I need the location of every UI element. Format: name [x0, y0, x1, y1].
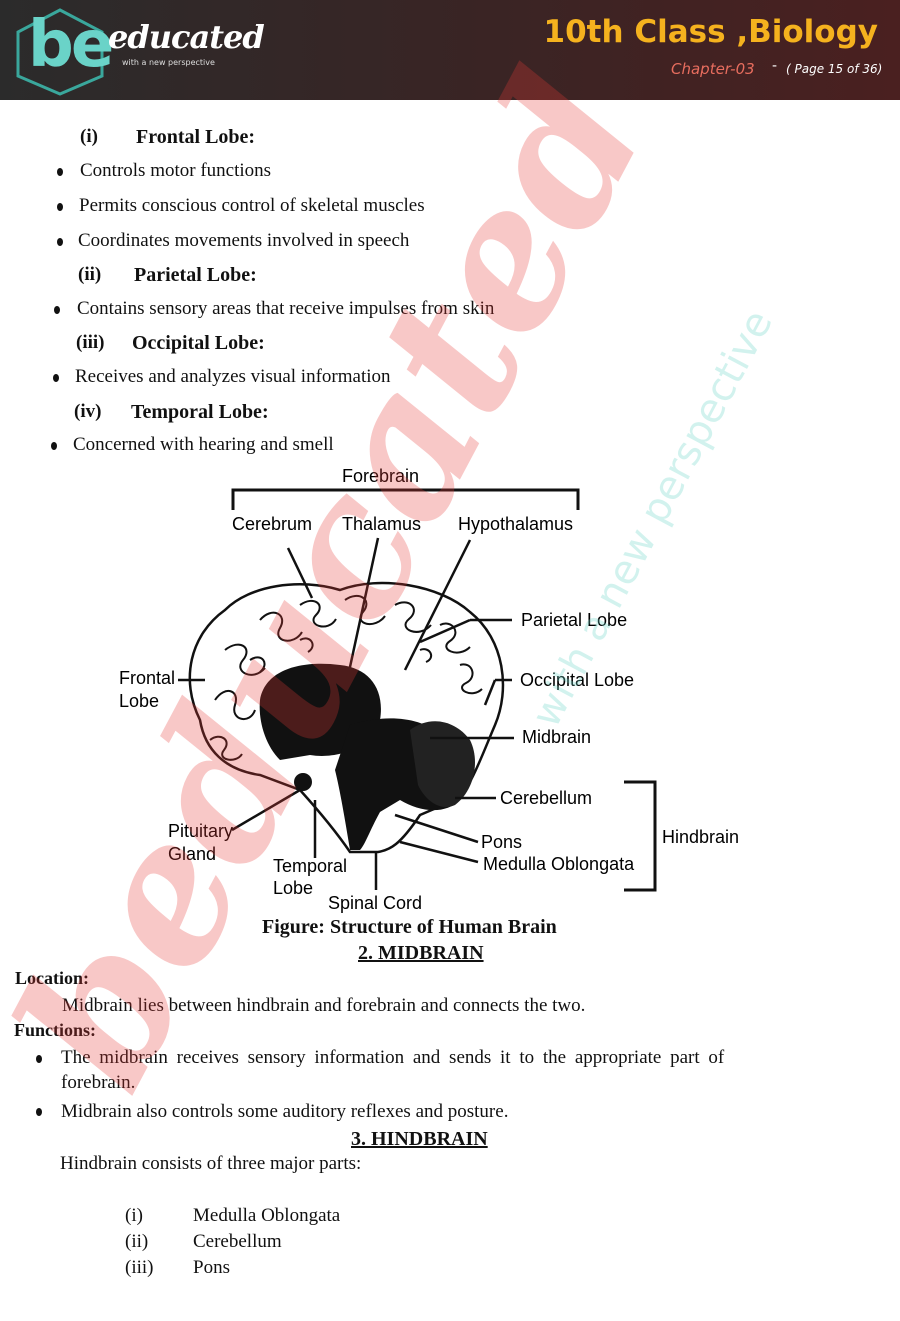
label-temporal: Temporal [273, 856, 347, 876]
lobe-1-point-3: Coordinates movements involved in speech [78, 230, 410, 251]
midbrain-heading: 2. MIDBRAIN [358, 942, 484, 964]
label-temporal-lobe: Lobe [273, 878, 313, 898]
brain-folds [209, 594, 483, 761]
label-frontal: Frontal [119, 668, 175, 688]
lobe-4-heading: Temporal Lobe: [131, 401, 269, 423]
lobe-2-point-1: Contains sensory areas that receive impu… [77, 298, 495, 319]
label-pons: Pons [481, 832, 522, 852]
hindbrain-part-3-number: (iii) [125, 1257, 154, 1278]
bullet-icon [54, 306, 60, 314]
hindbrain-part-1-number: (i) [125, 1205, 143, 1226]
bullet-icon [53, 374, 59, 382]
location-label: Location: [15, 968, 89, 988]
label-parietal-lobe: Parietal Lobe [521, 610, 627, 630]
bullet-icon [57, 203, 63, 211]
bullet-icon [57, 238, 63, 246]
page-title: 10th Class ,Biology [543, 14, 878, 50]
hindbrain-part-2: Cerebellum [193, 1231, 282, 1252]
label-cerebrum: Cerebrum [232, 514, 312, 534]
figure-caption: Figure: Structure of Human Brain [262, 916, 557, 938]
leader-lines [178, 537, 514, 890]
logo-be: be [28, 8, 114, 82]
functions-label: Functions: [14, 1020, 97, 1040]
lobe-4-number: (iv) [74, 401, 102, 422]
hindbrain-heading: 3. HINDBRAIN [351, 1128, 488, 1150]
hindbrain-bracket [624, 780, 657, 892]
page-number: ( Page 15 of 36) [786, 62, 883, 76]
bullet-icon [36, 1108, 42, 1116]
logo-hexagon-icon [16, 8, 104, 96]
beducated-logo: be educated with a new perspective [10, 6, 265, 96]
pituitary-gland [294, 773, 312, 791]
function-2: Midbrain also controls some auditory ref… [61, 1101, 509, 1122]
logo-educated: educated [108, 18, 265, 56]
lobe-1-point-2: Permits conscious control of skeletal mu… [79, 195, 425, 216]
hindbrain-part-3: Pons [193, 1257, 230, 1278]
label-pituitary: Pituitary [168, 821, 233, 841]
hindbrain-intro: Hindbrain consists of three major parts: [60, 1153, 362, 1174]
function-1-line-2: forebrain. [61, 1072, 136, 1093]
label-medulla-oblongata: Medulla Oblongata [483, 854, 635, 874]
lobe-4-point-1: Concerned with hearing and smell [73, 434, 334, 455]
hindbrain-part-2-number: (ii) [125, 1231, 149, 1252]
hindbrain-part-1: Medulla Oblongata [193, 1205, 341, 1226]
location-text: Midbrain lies between hindbrain and fore… [62, 995, 586, 1016]
lobe-3-point-1: Receives and analyzes visual information [75, 366, 391, 387]
lobe-3-number: (iii) [76, 332, 105, 353]
label-frontal-lobe: Lobe [119, 691, 159, 711]
header-dash: - [772, 58, 778, 74]
cerebellum-region [410, 721, 475, 808]
lobe-2-heading: Parietal Lobe: [134, 264, 257, 286]
lobe-1-heading: Frontal Lobe: [136, 126, 256, 148]
chapter-label: Chapter-03 [671, 60, 755, 78]
lobe-1-point-1: Controls motor functions [80, 160, 272, 181]
label-thalamus: Thalamus [342, 514, 421, 534]
lobe-3-heading: Occipital Lobe: [132, 332, 265, 354]
lobe-1-number: (i) [80, 126, 98, 147]
forebrain-bracket [231, 488, 580, 510]
lobe-2-number: (ii) [78, 264, 102, 285]
label-gland: Gland [168, 844, 216, 864]
label-cerebellum: Cerebellum [500, 788, 592, 808]
logo-tagline: with a new perspective [122, 58, 215, 67]
function-1-line-1: The midbrain receives sensory informatio… [61, 1047, 725, 1068]
label-hindbrain: Hindbrain [662, 827, 739, 847]
label-forebrain: Forebrain [342, 466, 419, 486]
label-spinal-cord: Spinal Cord [328, 893, 422, 913]
bullet-icon [51, 442, 57, 450]
label-hypothalamus: Hypothalamus [458, 514, 573, 534]
bullet-icon [36, 1055, 42, 1063]
label-midbrain: Midbrain [522, 727, 591, 747]
bullet-icon [57, 168, 63, 176]
page-header: be educated with a new perspective 10th … [0, 0, 900, 100]
label-occipital-lobe: Occipital Lobe [520, 670, 634, 690]
